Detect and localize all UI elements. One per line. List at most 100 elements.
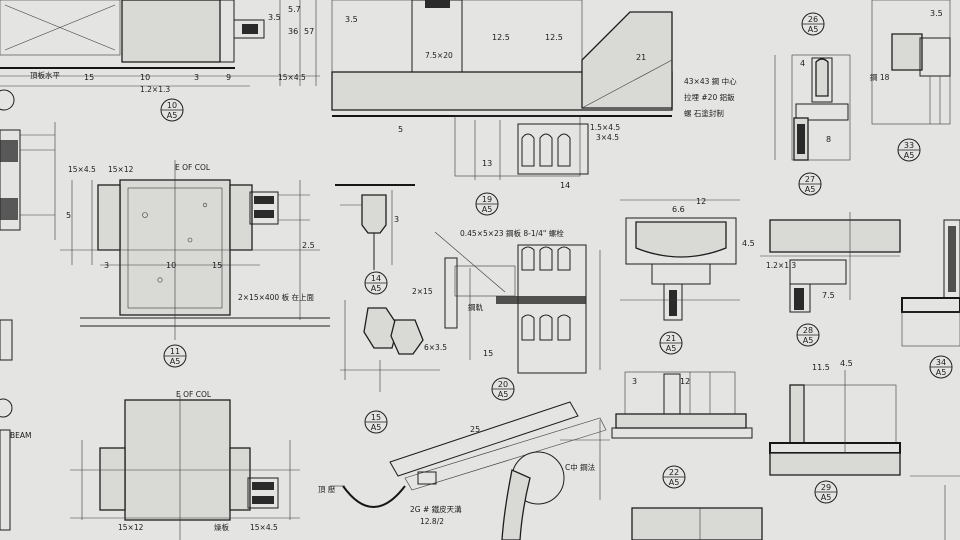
note-text: 拉埋 #20 鋁鈑 <box>684 92 735 102</box>
dim-text: 5.7 <box>288 5 301 14</box>
detail-number: 15 <box>371 413 381 422</box>
detail-bubble-29[interactable]: 29 A5 <box>814 480 838 504</box>
note-text: 鋼 18 <box>870 72 890 82</box>
detail-bubble-26[interactable]: 26 A5 <box>801 12 825 36</box>
detail-number: 19 <box>482 195 492 204</box>
note-text: 12.8/2 <box>420 517 444 526</box>
note-text: 0.45×5×23 鋼板 8-1/4" 螺栓 <box>460 228 564 238</box>
dim-text: 2.5 <box>302 241 315 250</box>
dim-text: 3.5 <box>345 15 358 24</box>
dim-text: 12 <box>696 197 706 206</box>
detail-sheet: A5 <box>808 25 819 34</box>
note-text: 15×4.5 <box>250 523 278 532</box>
dim-text: 3 <box>632 377 637 386</box>
detail-bubble-11[interactable]: 11 A5 <box>163 344 187 368</box>
detail-sheet: A5 <box>669 478 680 487</box>
detail-28-drawing <box>760 212 901 313</box>
detail-column-bottom-drawing <box>70 395 300 540</box>
dim-text: 3 <box>104 261 109 270</box>
dim-text: 14 <box>560 181 570 190</box>
detail-bubble-28[interactable]: 28 A5 <box>796 323 820 347</box>
dim-text: 11.5 <box>812 363 830 372</box>
detail-left-edge <box>0 89 56 531</box>
detail-bubble-21[interactable]: 21 A5 <box>659 331 683 355</box>
note-text: 3×4.5 <box>596 133 619 142</box>
detail-roof-gutter-drawing <box>330 401 610 540</box>
detail-10-drawing <box>0 0 320 87</box>
detail-bubble-27[interactable]: 27 A5 <box>798 172 822 196</box>
note-text: 15×12 <box>118 523 144 532</box>
detail-bottom-strip-drawing <box>631 507 763 540</box>
detail-bubble-22[interactable]: 22 A5 <box>662 465 686 489</box>
detail-34-drawing <box>901 219 960 540</box>
detail-sheet: A5 <box>821 493 832 502</box>
detail-bubble-19[interactable]: 19 A5 <box>475 192 499 216</box>
dim-text: 3.5 <box>930 9 943 18</box>
detail-number: 34 <box>936 358 946 367</box>
dim-text: 15 <box>212 261 222 270</box>
dim-text: 7.5 <box>822 291 835 300</box>
detail-sheet: A5 <box>666 344 677 353</box>
dim-text: 10 <box>140 73 150 82</box>
detail-bubble-34[interactable]: 34 A5 <box>929 355 953 379</box>
dim-text: 9 <box>226 73 231 82</box>
detail-number: 14 <box>371 274 381 283</box>
detail-bubble-33[interactable]: 33 A5 <box>897 138 921 162</box>
note-text: C中 鋼法 <box>565 462 596 472</box>
note-text: 燥板 <box>214 522 229 532</box>
detail-11-drawing <box>60 160 330 340</box>
detail-sheet: A5 <box>498 390 509 399</box>
note-text: 螺 石塗封制 <box>684 108 724 118</box>
detail-29-drawing <box>769 370 901 476</box>
note-text: 2×15×400 板 在上面 <box>238 292 314 302</box>
note-text: 43×43 鋼 中心 <box>684 76 737 86</box>
note-text: 1.2×1.3 <box>140 85 170 94</box>
dim-text: 8 <box>826 135 831 144</box>
detail-20-drawing <box>434 231 601 374</box>
dim-text: 12 <box>680 377 690 386</box>
detail-21-drawing <box>620 199 740 321</box>
dim-text: 4 <box>800 59 805 68</box>
detail-26-drawing <box>774 54 851 161</box>
note-text: 2G # 鐵皮天溝 <box>410 504 462 514</box>
note-text: 7.5×20 <box>425 51 453 60</box>
detail-sheet: A5 <box>482 205 493 214</box>
detail-sheet: A5 <box>904 151 915 160</box>
detail-sheet: A5 <box>170 357 181 366</box>
dim-text: 36 <box>288 27 298 36</box>
note-text: 鋼軌 <box>468 302 483 312</box>
detail-number: 22 <box>669 468 679 477</box>
detail-bubble-15[interactable]: 15 A5 <box>364 410 388 434</box>
detail-number: 27 <box>805 175 815 184</box>
dim-text: 12.5 <box>545 33 563 42</box>
note-text: 1.2×1.3 <box>766 261 796 270</box>
detail-sheet: A5 <box>936 368 947 377</box>
dim-text: 12.5 <box>492 33 510 42</box>
detail-number: 33 <box>904 141 914 150</box>
detail-bubble-10[interactable]: 10 A5 <box>160 98 184 122</box>
note-text: 頂 壓 <box>318 485 336 494</box>
dim-text: 10 <box>166 261 176 270</box>
dim-text: 4.5 <box>840 359 853 368</box>
dim-text: 5 <box>398 125 403 134</box>
detail-number: 10 <box>167 101 177 110</box>
note-text: 15×4.5 <box>278 73 306 82</box>
note-text: 15×4.5 <box>68 165 96 174</box>
dim-text: 3 <box>394 215 399 224</box>
detail-bubble-14[interactable]: 14 A5 <box>364 271 388 295</box>
note-text: 2×15 <box>412 287 433 296</box>
dim-text: 25 <box>470 425 480 434</box>
detail-33-drawing <box>871 0 951 125</box>
detail-14-drawing <box>335 184 415 270</box>
dim-text: 21 <box>636 53 646 62</box>
dim-text: 6.6 <box>672 205 685 214</box>
detail-top-center-drawing <box>331 0 673 180</box>
note-text: 15×12 <box>108 165 134 174</box>
detail-sheet: A5 <box>167 111 178 120</box>
note-text: 1.5×4.5 <box>590 123 620 132</box>
detail-bubble-20[interactable]: 20 A5 <box>491 377 515 401</box>
dim-text: 57 <box>304 27 314 36</box>
detail-15-drawing <box>340 300 440 392</box>
detail-sheet: A5 <box>371 284 382 293</box>
